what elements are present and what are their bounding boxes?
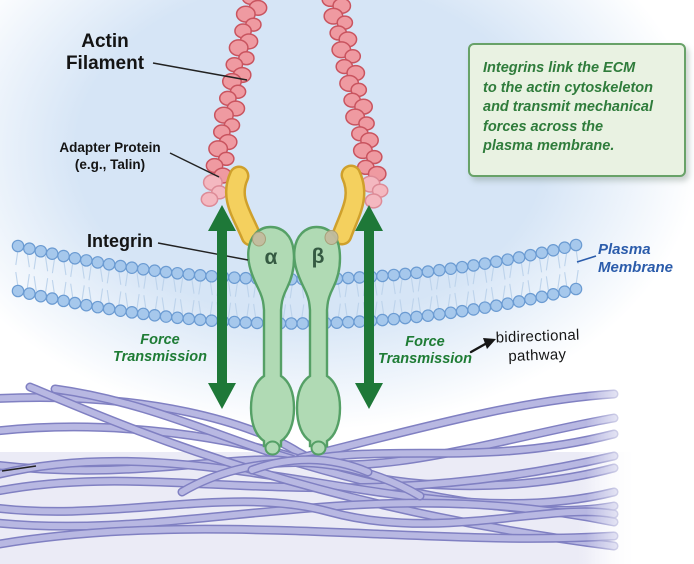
adapter-binding-site-right: [324, 230, 339, 245]
force-right-line1: Force: [405, 334, 445, 350]
integrin-beta-foot-knob: [310, 440, 327, 456]
force-right-line2: Transmission: [377, 350, 473, 367]
force-left-line2: Transmission: [112, 348, 208, 365]
handwritten-note-line1: bidirectional: [495, 326, 580, 347]
integrin-dimer: [247, 225, 342, 456]
adapter-label-line2: (e.g., Talin): [74, 157, 146, 172]
actin-leader-line: [152, 62, 248, 81]
adapter-protein-left: [227, 168, 259, 244]
ecm-leader-line-stub: [1, 465, 37, 472]
callout-box: Integrins link the ECM to the actin cyto…: [468, 43, 686, 177]
callout-line2: to the actin cytoskeleton: [483, 79, 654, 96]
adapter-protein-right: [334, 167, 363, 243]
adapter-leader-line: [169, 152, 220, 178]
force-arrow-left: [208, 205, 236, 409]
callout-line4: forces across the: [483, 118, 604, 135]
actin-filament-label: Actin Filament: [41, 31, 169, 74]
callout-line5: plasma membrane.: [483, 138, 615, 154]
force-arrow-right: [355, 205, 383, 409]
adapter-binding-site-left: [252, 231, 266, 247]
actin-label-line1: Actin: [81, 31, 129, 52]
ecm-front-fibers: [177, 455, 425, 501]
actin-filaments: [200, 0, 389, 209]
plasma-label-line1: Plasma: [598, 241, 651, 258]
alpha-subunit-label: α: [264, 246, 278, 269]
leader-lines: [1, 62, 597, 472]
integrin-alpha-foot-knob: [264, 440, 281, 456]
actin-label-line2: Filament: [65, 52, 145, 74]
callout-line1: Integrins link the ECM: [483, 60, 636, 76]
handwritten-arrow-shaft: [469, 341, 489, 354]
plasma-membrane-bilayer: [11, 238, 583, 330]
handwritten-note: bidirectional pathway: [495, 326, 580, 367]
force-arrows: [208, 205, 383, 409]
callout-line3: and transmit mechanical: [483, 99, 654, 115]
adapter-label-line1: Adapter Protein: [59, 140, 161, 155]
force-transmission-label-right: Force Transmission: [365, 334, 485, 367]
plasma-membrane-label: Plasma Membrane: [598, 241, 673, 276]
beta-subunit-label: β: [311, 245, 325, 268]
plasma-membrane-leader-line: [576, 255, 597, 263]
adapter-protein-label: Adapter Protein (e.g., Talin): [36, 139, 184, 173]
force-transmission-label-left: Force Transmission: [100, 332, 220, 365]
force-left-line1: Force: [140, 332, 180, 348]
integrin-label: Integrin: [87, 231, 153, 251]
integrin-leader-line: [157, 242, 249, 261]
ecm-right-fade: [586, 378, 658, 564]
handwritten-arrow: [469, 338, 496, 354]
adapter-proteins: [224, 164, 366, 247]
handwritten-note-line2: pathway: [508, 346, 567, 366]
plasma-label-line2: Membrane: [598, 258, 674, 276]
handwritten-arrow-head: [483, 338, 496, 349]
